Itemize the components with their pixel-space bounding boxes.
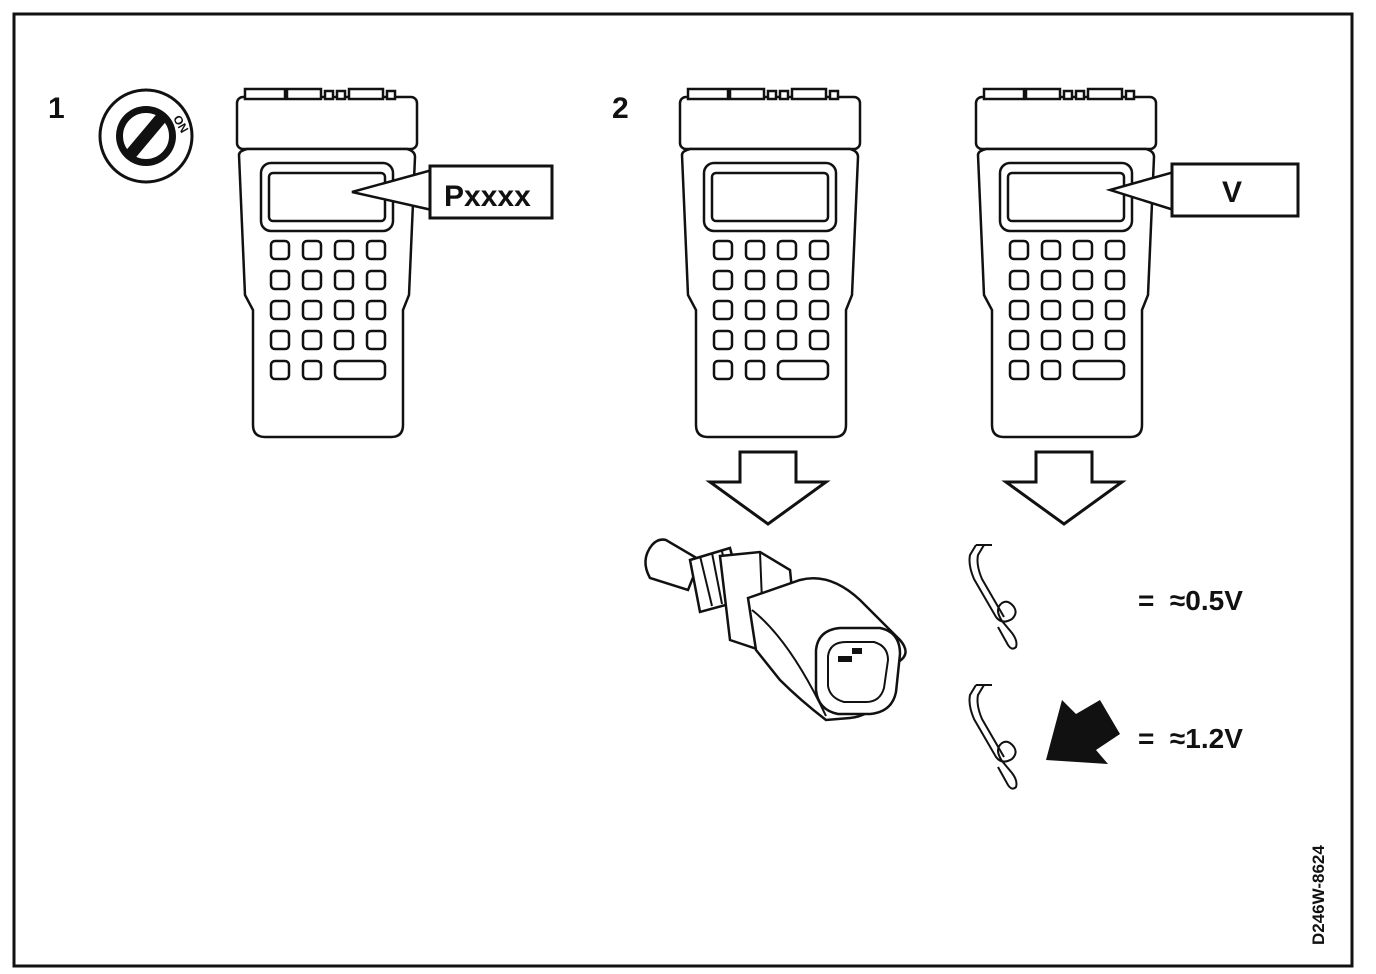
scanner-device-2: [678, 87, 862, 439]
sensor-connector-icon: [644, 538, 907, 722]
switch-contact-pressed-icon: [968, 684, 1018, 790]
callout-box-2: [1170, 162, 1300, 218]
reading-pressed: = ≈1.2V: [1138, 723, 1243, 754]
ignition-key-icon: ON: [98, 88, 194, 184]
callout-pxxxx: Pxxxx: [444, 180, 531, 213]
reading-open: = ≈0.5V: [1138, 585, 1243, 616]
callout-v: V: [1222, 176, 1242, 209]
switch-contact-open-icon: [968, 544, 1018, 650]
step-1-number: 1: [48, 92, 65, 125]
down-arrow-icon: [708, 450, 828, 526]
down-arrow-icon: [1004, 450, 1124, 526]
step-2-number: 2: [612, 92, 629, 125]
scanner-device-1: [235, 87, 419, 439]
callout-box-1: [428, 164, 554, 220]
figure-code: D246W-8624: [1309, 845, 1328, 945]
scanner-device-3: [974, 87, 1158, 439]
diagram-frame: [12, 12, 1354, 968]
press-arrow-icon: [1046, 700, 1120, 764]
